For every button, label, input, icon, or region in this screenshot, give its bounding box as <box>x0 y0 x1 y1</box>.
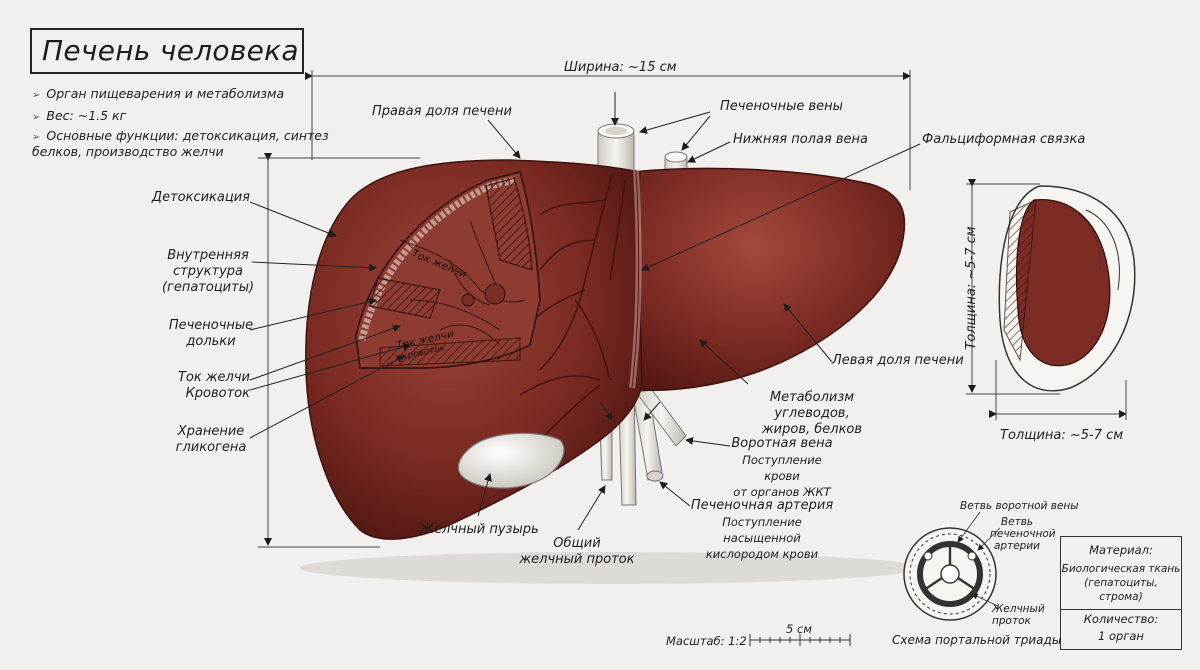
leader-left-lobe <box>783 303 833 363</box>
inferior-vena-cava-label: Нижняя полая вена <box>733 132 869 147</box>
leader-triad-artery <box>977 527 1001 551</box>
leader-ivc <box>687 141 731 163</box>
material-box: Материал: Биологическая ткань (гепатоцит… <box>1060 536 1182 650</box>
page-title: Печень человека <box>42 34 299 67</box>
artery-title: Печеночная артерия <box>690 498 834 513</box>
scale-label: Масштаб: 1:2 <box>666 634 747 648</box>
bile-flow-text: Ток желчи <box>177 370 250 385</box>
blood-flow-text: Кровоток <box>185 386 250 401</box>
scale-unit: 5 см <box>786 622 812 636</box>
liver-cross-section <box>355 171 541 369</box>
side-view <box>998 185 1136 392</box>
material-line-1: Биологическая ткань <box>1061 563 1181 575</box>
material-line-3: строма) <box>1099 591 1143 603</box>
metabolism-label: Метаболизм углеводов, жиров, белков <box>734 390 890 438</box>
quantity-value: 1 орган <box>1098 629 1144 643</box>
leader-metabolism <box>699 339 749 385</box>
leader-triad-portal <box>957 511 981 543</box>
material-line-2: (гепатоциты, <box>1084 577 1158 589</box>
triad-artery-line-1: Ветвь <box>1000 516 1034 528</box>
portal-vein-title: Воротная вена <box>731 436 833 451</box>
info-line: ➢Основные функции: детоксикация, синтез <box>32 128 329 143</box>
side-dimensions <box>966 179 1127 420</box>
info-line: ➢Орган пищеварения и метаболизма <box>32 86 285 101</box>
quantity-label: Количество: <box>1061 609 1181 626</box>
height-dimension <box>258 153 420 548</box>
portal-vein-label: Воротная вена Поступление крови от орган… <box>724 436 840 500</box>
portal-vein-sub-1: Поступление крови <box>742 453 822 483</box>
scale-bar <box>749 634 851 646</box>
internal-line-3: (гепатоциты) <box>161 280 255 295</box>
thickness-vertical-label: Толщина: ~5-7 см <box>964 226 979 350</box>
triad-artery-line-3: артерии <box>994 540 1040 552</box>
material-label: Материал: <box>1089 543 1153 557</box>
leader-internal <box>251 261 377 272</box>
leader-hepatic-veins-2 <box>681 115 711 151</box>
info-text: Орган пищеварения и метаболизма <box>46 86 285 101</box>
leader-portal <box>685 436 731 447</box>
portal-vein-sub-2: от органов ЖКТ <box>733 485 831 499</box>
leader-lobules <box>249 297 377 331</box>
leader-hepatic-veins <box>639 111 711 134</box>
gallbladder-label: Желчный пузырь <box>420 522 539 537</box>
leader-gallbladder <box>477 473 492 517</box>
info-line: ➢Вес: ~1.5 кг <box>32 108 127 123</box>
leader-duct <box>577 485 606 531</box>
right-lobe-label: Правая доля печени <box>372 104 512 119</box>
leader-bile <box>249 324 401 381</box>
leader-right-lobe <box>487 119 521 159</box>
leader-detox <box>249 201 337 238</box>
thickness-horizontal-label: Толщина: ~5-7 см <box>1000 428 1124 443</box>
triad-caption: Схема портальной триады <box>892 633 1062 647</box>
info-text: белков, производство желчи <box>32 144 224 159</box>
metabolism-line-1: Метаболизм углеводов, <box>769 390 855 421</box>
width-label: Ширина: ~15 см <box>564 60 677 75</box>
portal-triad-diagram <box>903 527 997 621</box>
internal-line-2: структура <box>172 264 243 279</box>
artery-sub-1: Поступление насыщенной <box>722 515 802 545</box>
leader-storage <box>249 355 405 439</box>
left-lobe-label: Левая доля печени <box>832 353 964 368</box>
leader-triad-duct <box>971 593 999 607</box>
glycogen-line-2: гликогена <box>175 440 247 455</box>
lobules-line-1: Печеночные <box>168 318 254 333</box>
leader-blood <box>249 343 411 391</box>
info-line: белков, производство желчи <box>32 144 224 160</box>
falciform-label: Фальциформная связка <box>922 132 1086 147</box>
leader-falciform <box>641 143 921 271</box>
duct-line-2: желчный проток <box>519 552 635 567</box>
width-dimension <box>305 70 911 190</box>
triad-duct-line-1: Желчный <box>992 603 1045 615</box>
info-text: Основные функции: детоксикация, синтез <box>46 128 329 143</box>
triad-duct-line-2: проток <box>992 615 1031 627</box>
title-box: Печень человека <box>30 28 304 74</box>
bile-flow-label: Ток желчи Кровоток <box>150 370 250 402</box>
hepatic-artery-label: Печеночная артерия Поступление насыщенно… <box>686 498 838 562</box>
triad-portal-label: Ветвь воротной вены <box>960 500 1079 512</box>
glycogen-label: Хранение гликогена <box>168 424 254 456</box>
info-text: Вес: ~1.5 кг <box>46 108 127 123</box>
triad-artery-label: Ветвь печеночной артерии <box>990 516 1056 552</box>
lobules-line-2: дольки <box>186 334 236 349</box>
hepatic-veins-label: Печеночные вены <box>720 99 843 114</box>
common-bile-duct-label: Общий желчный проток <box>516 536 638 568</box>
lobules-label: Печеночные дольки <box>166 318 256 350</box>
leader-artery <box>659 481 691 507</box>
metabolism-line-2: жиров, белков <box>761 422 863 437</box>
internal-line-1: Внутренняя <box>167 248 249 263</box>
glycogen-line-1: Хранение <box>177 424 245 439</box>
ground-shadow <box>300 552 920 584</box>
detox-label: Детоксикация <box>151 190 250 205</box>
triad-artery-line-2: печеночной <box>990 528 1056 540</box>
duct-line-1: Общий <box>553 536 601 551</box>
artery-sub-2: кислородом крови <box>705 547 819 561</box>
internal-structure-label: Внутренняя структура (гепатоциты) <box>160 248 256 296</box>
triad-duct-label: Желчный проток <box>992 603 1045 627</box>
